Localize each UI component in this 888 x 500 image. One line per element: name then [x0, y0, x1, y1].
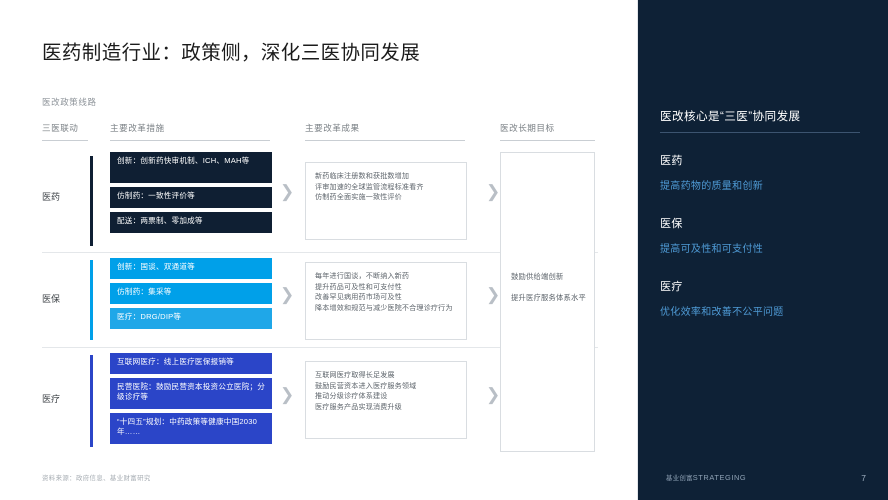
row-accent-bar — [90, 355, 93, 447]
summary-item: 医药 提高药物的质量和创新 — [660, 152, 763, 192]
summary-item-desc: 优化效率和改善不公平问题 — [660, 307, 784, 318]
column-header-rule — [305, 140, 465, 141]
row-label: 医药 — [42, 192, 61, 202]
column-header-rule — [110, 140, 270, 141]
measure-list: 创新：国谈、双通道等 仿制药：集采等 医疗：DRG/DIP等 — [110, 258, 272, 333]
row-accent-bar — [90, 156, 93, 246]
row-label: 医疗 — [42, 394, 61, 404]
source-note: 资料来源：政府信息、基业财富研究 — [42, 475, 151, 482]
summary-item-desc: 提高药物的质量和创新 — [660, 181, 763, 192]
summary-panel-title: 医改核心是“三医”协同发展 — [660, 110, 801, 123]
table-row: 医药 创新：创新药快审机制、ICH、MAH等 仿制药：一致性评价等 配送：两票制… — [42, 152, 598, 253]
measure-box[interactable]: 创新：创新药快审机制、ICH、MAH等 — [110, 152, 272, 183]
column-header-goals: 医改长期目标 — [500, 122, 595, 141]
row-divider — [42, 252, 598, 253]
summary-item-desc: 提高可及性和可支付性 — [660, 244, 763, 255]
measure-box[interactable]: 民营医院：鼓励民营资本投资公立医院；分级诊疗等 — [110, 378, 272, 409]
chevron-right-icon: ❯ — [280, 285, 295, 305]
measure-list: 互联网医疗：线上医疗医保报销等 民营医院：鼓励民营资本投资公立医院；分级诊疗等 … — [110, 353, 272, 448]
brand-name-cn: 基业创富 — [666, 475, 693, 482]
outcome-box: 新药临床注册数和获批数增加 评审加速的全球监管流程标准看齐 仿制药全面实施一致性… — [305, 162, 467, 240]
column-header-label: 三医联动 — [42, 123, 79, 133]
column-header-measures: 主要改革措施 — [110, 122, 270, 141]
page-title: 医药制造行业：政策侧，深化三医协同发展 — [42, 42, 421, 64]
row-accent-bar — [90, 260, 93, 340]
main-content-panel: 医药制造行业：政策侧，深化三医协同发展 医改政策线路 三医联动 主要改革措施 主… — [42, 0, 638, 500]
measure-box[interactable]: 配送：两票制、零加成等 — [110, 212, 272, 233]
chevron-right-icon: ❯ — [280, 182, 295, 202]
table-row: 医保 创新：国谈、双通道等 仿制药：集采等 医疗：DRG/DIP等 ❯ 每年进行… — [42, 252, 598, 348]
column-header-rule — [500, 140, 595, 141]
row-label: 医保 — [42, 294, 61, 304]
measure-box[interactable]: 创新：国谈、双通道等 — [110, 258, 272, 279]
goal-line: 鼓励供给端创新 — [511, 272, 564, 281]
summary-panel-rule — [660, 132, 860, 133]
chevron-right-icon: ❯ — [486, 285, 501, 305]
summary-item: 医疗 优化效率和改善不公平问题 — [660, 278, 784, 318]
goal-line: 提升医疗服务体系水平 — [511, 293, 586, 303]
summary-item-term: 医保 — [660, 218, 683, 230]
column-header-label: 主要改革成果 — [305, 123, 360, 133]
summary-panel: 医改核心是“三医”协同发展 医药 提高药物的质量和创新 医保 提高可及性和可支付… — [638, 0, 888, 500]
outcome-box: 每年进行国谈，不断纳入新药 提升药品可及性和可支付性 改善罕见病用药市场可及性 … — [305, 262, 467, 340]
column-header-label: 医改长期目标 — [500, 123, 555, 133]
measure-box[interactable]: “十四五”规划：中药政策等健康中国2030年…… — [110, 413, 272, 444]
column-header-linkage: 三医联动 — [42, 122, 88, 141]
column-header-outcomes: 主要改革成果 — [305, 122, 465, 141]
chevron-right-icon: ❯ — [280, 385, 295, 405]
column-header-rule — [42, 140, 88, 141]
measure-box[interactable]: 仿制药：一致性评价等 — [110, 187, 272, 208]
section-subtitle: 医改政策线路 — [42, 97, 97, 107]
measure-box[interactable]: 仿制药：集采等 — [110, 283, 272, 304]
summary-item-term: 医疗 — [660, 281, 683, 293]
page-number: 7 — [861, 473, 866, 483]
summary-item-term: 医药 — [660, 155, 683, 167]
measure-box[interactable]: 互联网医疗：线上医疗医保报销等 — [110, 353, 272, 374]
chevron-right-icon: ❯ — [486, 385, 501, 405]
brand-name-en: STRATEGING — [692, 473, 747, 482]
long-term-goal-text: 鼓励供给端创新 提升医疗服务体系水平 — [511, 271, 586, 314]
summary-item: 医保 提高可及性和可支付性 — [660, 215, 763, 255]
chevron-right-icon: ❯ — [486, 182, 501, 202]
long-term-goal-box: 鼓励供给端创新 提升医疗服务体系水平 — [500, 152, 595, 452]
table-row: 医疗 互联网医疗：线上医疗医保报销等 民营医院：鼓励民营资本投资公立医院；分级诊… — [42, 347, 598, 452]
measure-list: 创新：创新药快审机制、ICH、MAH等 仿制药：一致性评价等 配送：两票制、零加… — [110, 152, 272, 237]
column-header-label: 主要改革措施 — [110, 123, 165, 133]
row-divider — [42, 347, 598, 348]
measure-box[interactable]: 医疗：DRG/DIP等 — [110, 308, 272, 329]
brand-footer: 基业创富STRATEGING — [666, 473, 746, 482]
outcome-box: 互联网医疗取得长足发展 鼓励民营资本进入医疗服务领域 推动分级诊疗体系建设 医疗… — [305, 361, 467, 439]
